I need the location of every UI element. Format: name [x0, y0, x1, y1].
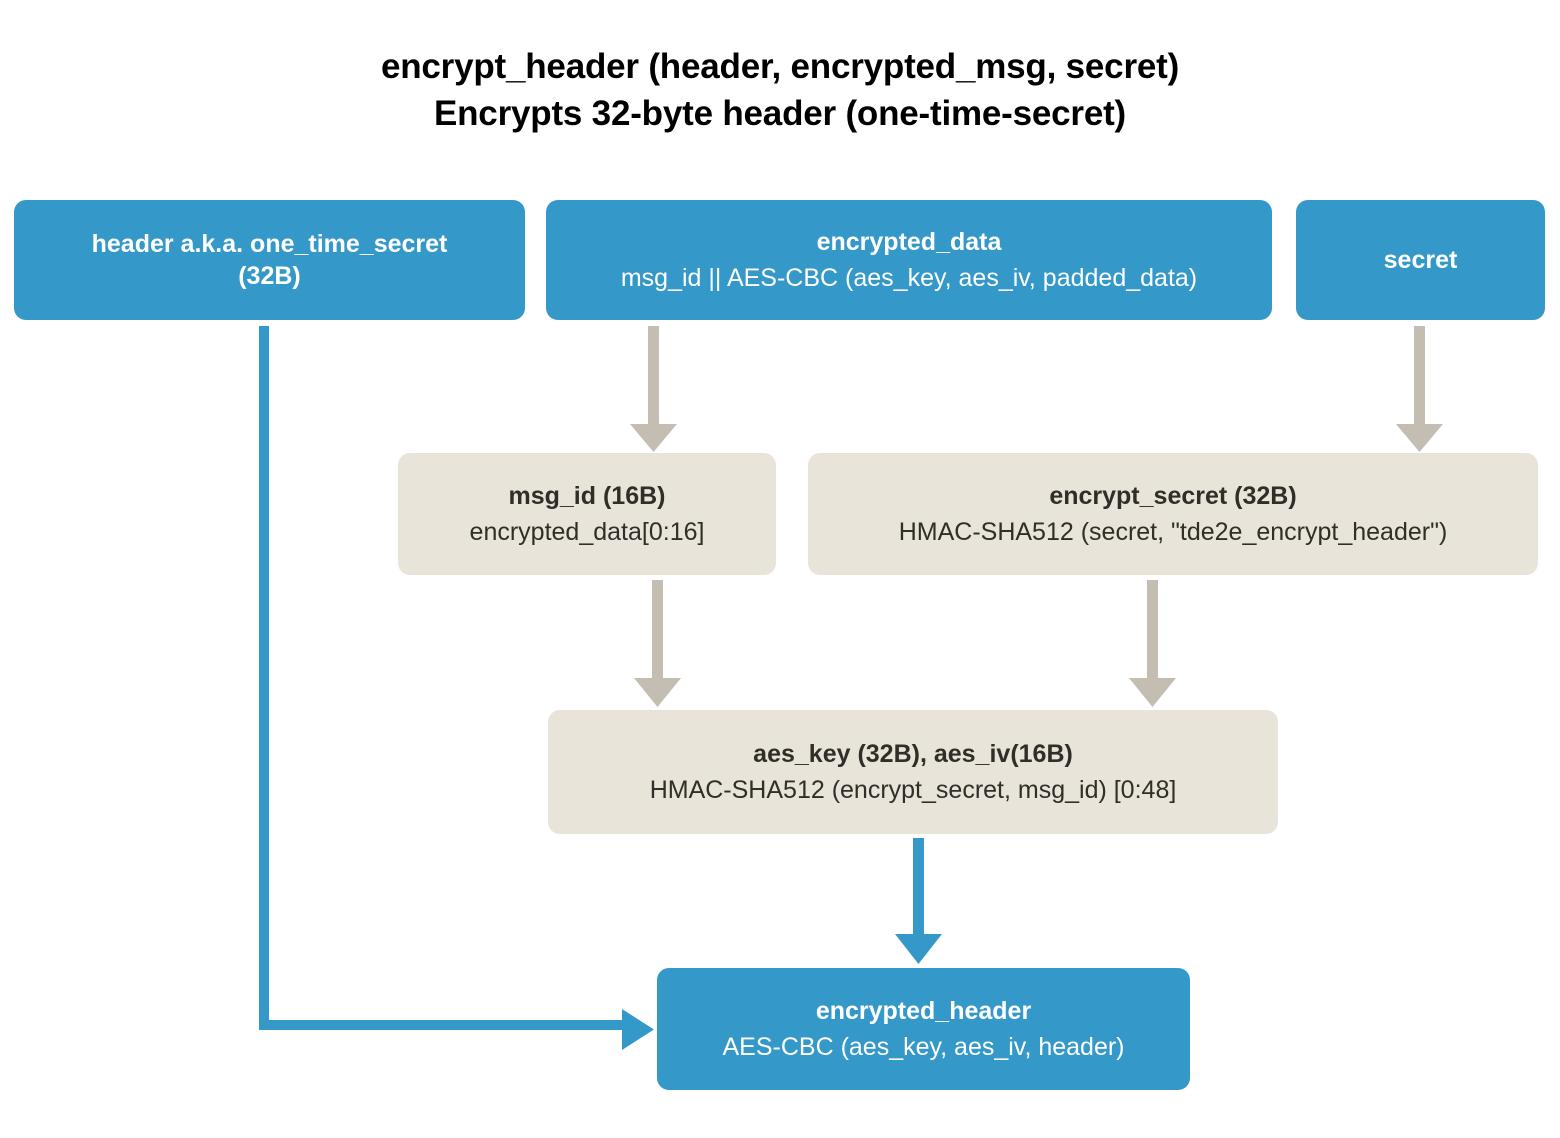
diagram-title: encrypt_header (header, encrypted_msg, s… — [0, 44, 1560, 137]
node-msg-id-sub: encrypted_data[0:16] — [469, 517, 705, 546]
node-encrypted-header[interactable]: encrypted_header AES-CBC (aes_key, aes_i… — [657, 968, 1190, 1090]
edge-encrypted-data-to-msg-id — [630, 326, 677, 452]
node-encrypt-secret[interactable]: encrypt_secret (32B) HMAC-SHA512 (secret… — [808, 453, 1538, 575]
node-aes-key-iv-title: aes_key (32B), aes_iv(16B) — [753, 740, 1073, 768]
title-line-2: Encrypts 32-byte header (one-time-secret… — [433, 93, 1127, 133]
node-encrypted-header-sub: AES-CBC (aes_key, aes_iv, header) — [722, 1032, 1125, 1061]
node-aes-key-iv[interactable]: aes_key (32B), aes_iv(16B) HMAC-SHA512 (… — [548, 710, 1278, 834]
edge-encrypt-secret-to-aes-key — [1129, 580, 1176, 707]
edge-aes-key-to-encrypted-header — [895, 838, 942, 964]
edge-msg-id-to-aes-key — [634, 580, 681, 707]
node-msg-id[interactable]: msg_id (16B) encrypted_data[0:16] — [398, 453, 776, 575]
title-line-1: encrypt_header (header, encrypted_msg, s… — [380, 47, 1180, 86]
node-encrypted-data-title: encrypted_data — [816, 228, 1002, 256]
node-encrypt-secret-title: encrypt_secret (32B) — [1049, 482, 1297, 510]
node-secret-title: secret — [1383, 245, 1458, 274]
node-secret[interactable]: secret — [1296, 200, 1545, 320]
node-encrypt-secret-sub: HMAC-SHA512 (secret, "tde2e_encrypt_head… — [898, 517, 1448, 546]
node-header-title: header a.k.a. one_time_secret (32B) — [91, 229, 448, 291]
node-header[interactable]: header a.k.a. one_time_secret (32B) — [14, 200, 525, 320]
edge-header-to-encrypted-header — [259, 326, 654, 1050]
node-encrypted-data-sub: msg_id || AES-CBC (aes_key, aes_iv, padd… — [620, 263, 1198, 292]
node-encrypted-header-title: encrypted_header — [815, 997, 1032, 1025]
edge-secret-to-encrypt-secret — [1396, 326, 1443, 452]
node-msg-id-title: msg_id (16B) — [508, 482, 666, 510]
node-encrypted-data[interactable]: encrypted_data msg_id || AES-CBC (aes_ke… — [546, 200, 1272, 320]
node-aes-key-iv-sub: HMAC-SHA512 (encrypt_secret, msg_id) [0:… — [649, 775, 1177, 804]
